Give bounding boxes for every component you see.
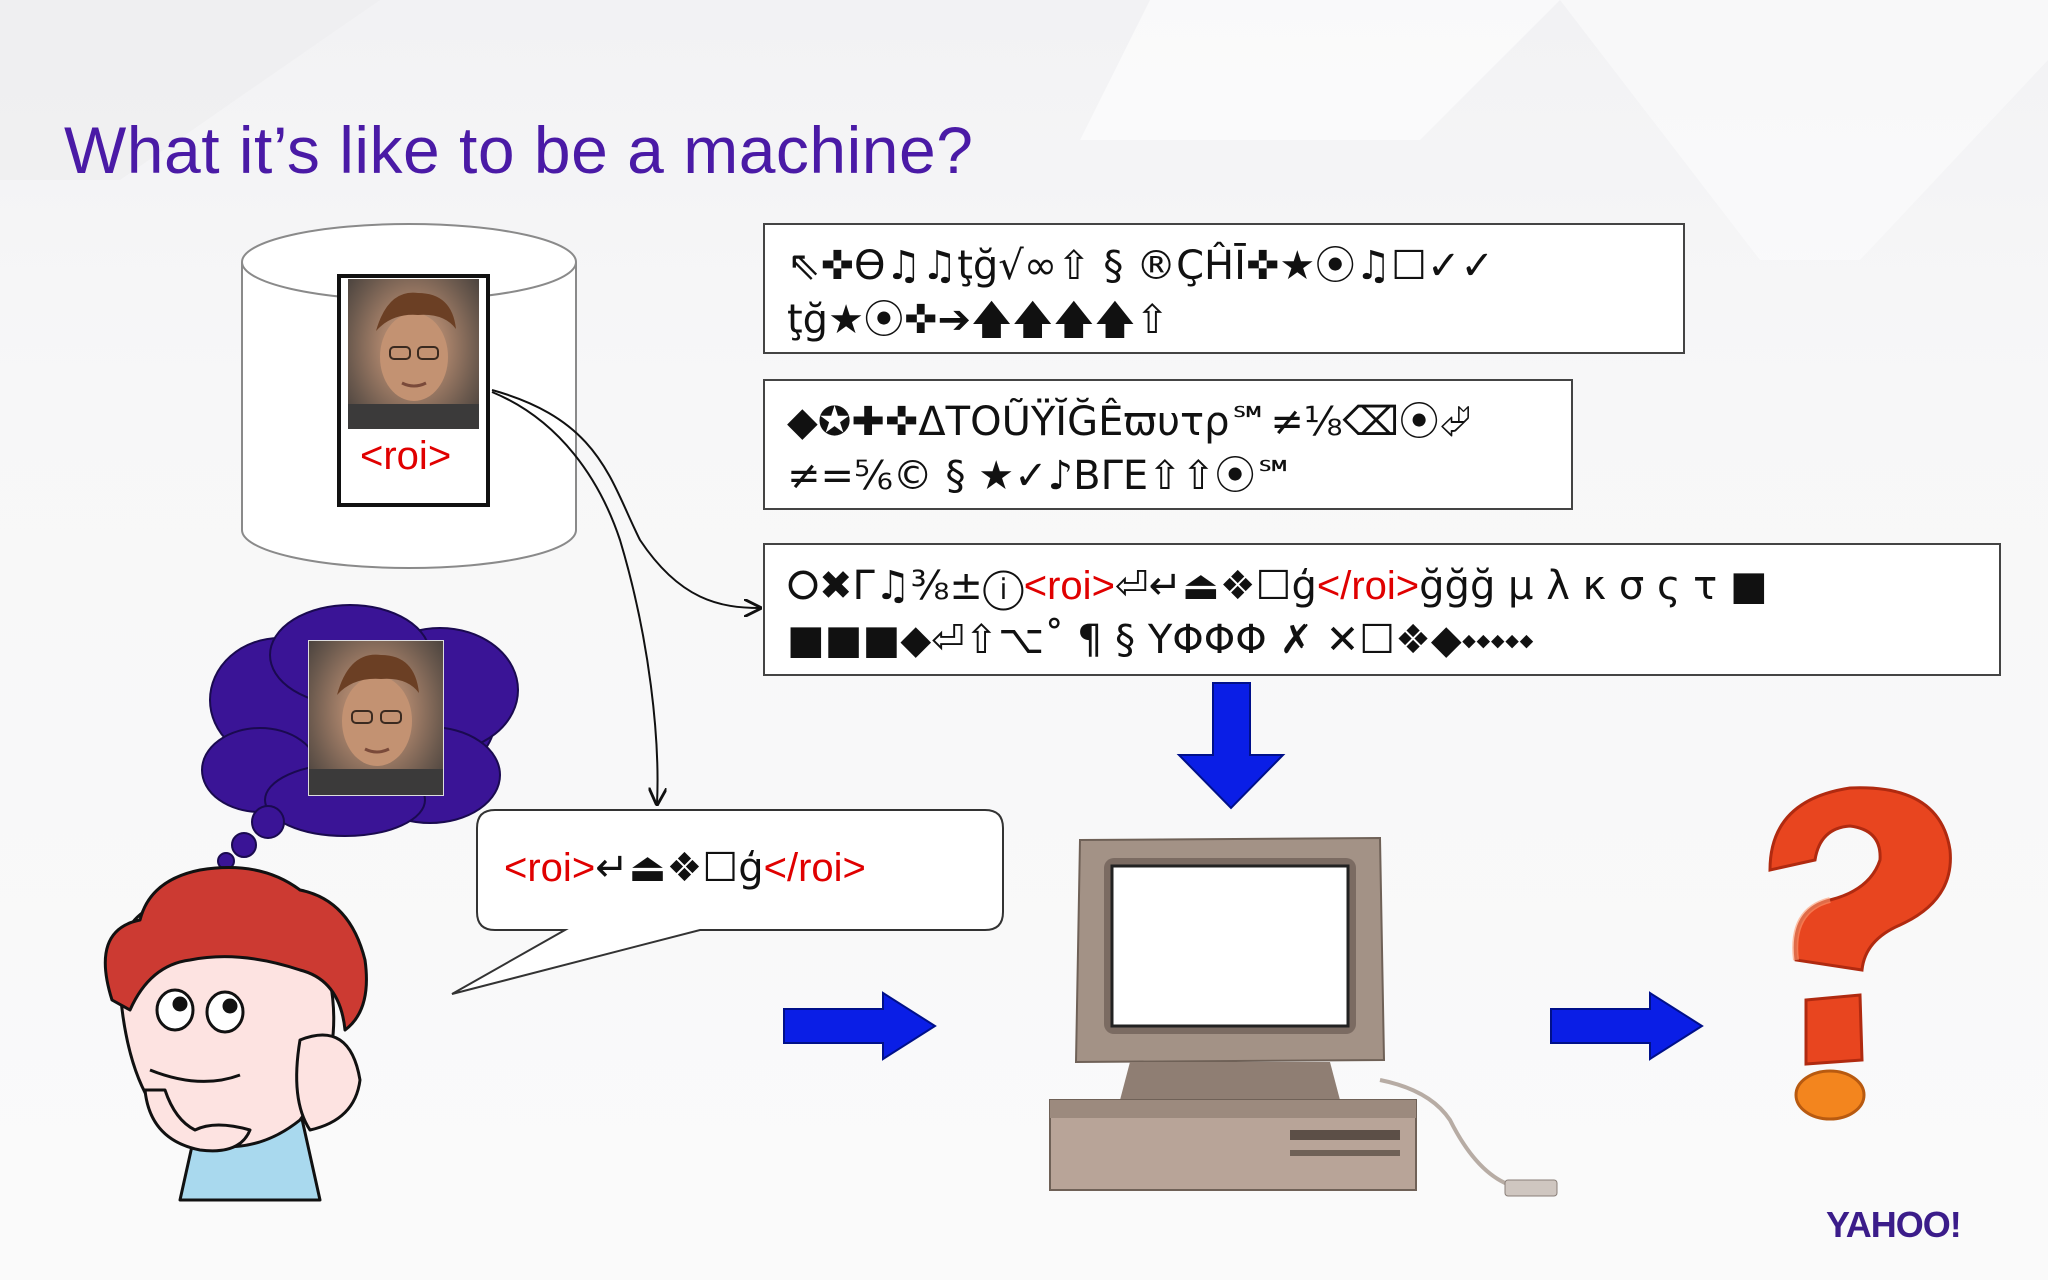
- encoded-line: ■■■◆⏎⇧⌥˚ ¶ § ΥΦΦΦ ✗ ✕☐❖◆⬩⬩⬩⬩⬩: [787, 617, 1534, 663]
- face-portrait-icon: [309, 654, 443, 795]
- encoded-line: ⇖✜ϴ♫♫ţğ√∞⇧ § ®ÇĤĪ✜★⦿♫☐✓✓: [787, 243, 1494, 289]
- face-photo: [348, 279, 479, 429]
- thought-face-photo: [308, 640, 444, 796]
- encoded-line: ţğ★⦿✜➔🡅🡅🡅🡅⇧: [787, 297, 1169, 343]
- encoded-record-box-1: ⇖✜ϴ♫♫ţğ√∞⇧ § ®ÇĤĪ✜★⦿♫☐✓✓ ţğ★⦿✜➔🡅🡅🡅🡅⇧: [763, 223, 1685, 354]
- face-portrait-icon: [348, 292, 479, 429]
- encoded-line: ◆✪✚✜ΔΤΟŨŸĬĞÊϖυτρ℠≠⅛⌫⦿⮰: [787, 399, 1472, 445]
- right-arrow-icon-2: [1550, 991, 1704, 1061]
- encoded-line: ⭘✖Γ♫⅜±ⓘ<roi>⏎↵⏏❖☐ģ</roi>ğğğ μ λ κ σ ς τ …: [787, 559, 1977, 613]
- yahoo-logo: YAHOO!: [1826, 1204, 1962, 1245]
- slide-title: What it’s like to be a machine?: [64, 113, 974, 187]
- roi-close-tag: </roi>: [763, 846, 866, 890]
- encoded-record-box-3: ⭘✖Γ♫⅜±ⓘ<roi>⏎↵⏏❖☐ģ</roi>ğğğ μ λ κ σ ς τ …: [763, 543, 2001, 676]
- curved-arrow-to-bubble: [491, 391, 658, 804]
- curved-arrow-to-box3: [491, 389, 760, 608]
- right-arrow-icon-1: [783, 991, 937, 1061]
- encoded-fragment: ⭘✖Γ♫⅜±ⓘ: [787, 563, 1024, 609]
- down-arrow-icon: [1176, 682, 1286, 810]
- encoded-line: ≠=⅚© § ★✓♪ΒΓΕ⇧⇧⦿℠: [787, 453, 1296, 499]
- speech-bubble-text: <roi>↵⏏❖☐ģ</roi>: [504, 845, 866, 891]
- encoded-fragment: ↵⏏❖☐ģ: [595, 845, 764, 891]
- roi-open-tag: <roi>: [504, 846, 596, 890]
- roi-close-tag: </roi>: [1316, 564, 1420, 608]
- roi-open-tag: <roi>: [1023, 564, 1115, 608]
- roi-tag-label: <roi>: [360, 434, 452, 478]
- encoded-fragment: ⏎↵⏏❖☐ģ: [1114, 563, 1317, 609]
- encoded-fragment: ğğğ μ λ κ σ ς τ ■: [1419, 563, 1768, 609]
- encoded-record-box-2: ◆✪✚✜ΔΤΟŨŸĬĞÊϖυτρ℠≠⅛⌫⦿⮰ ≠=⅚© § ★✓♪ΒΓΕ⇧⇧⦿℠: [763, 379, 1573, 510]
